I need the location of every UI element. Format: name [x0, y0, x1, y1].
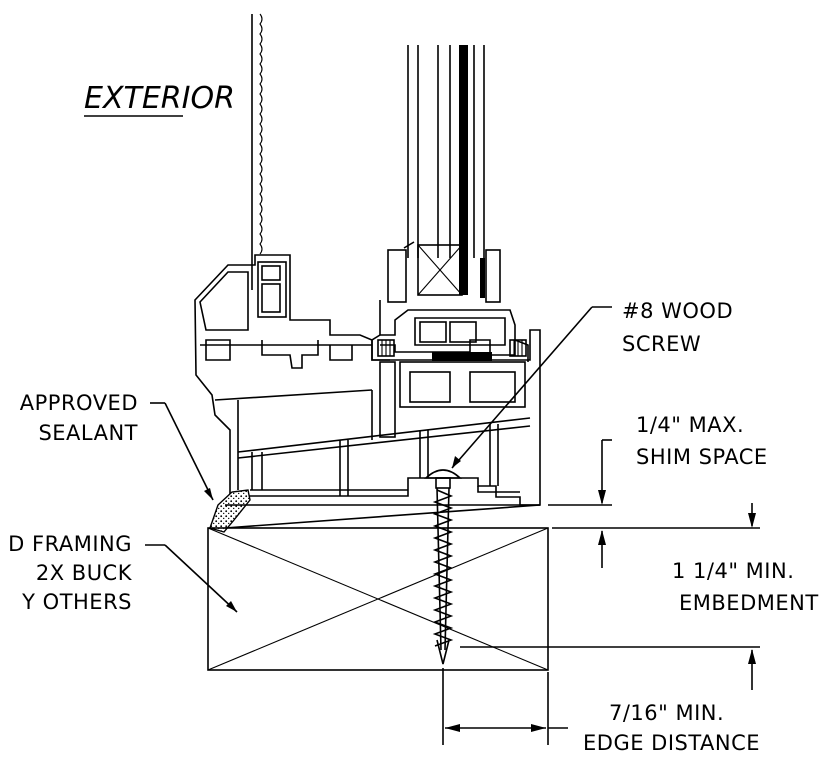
- shim-space: [224, 504, 541, 529]
- dim-embedment: [460, 503, 760, 690]
- framing-label-line3: Y OTHERS: [21, 590, 132, 614]
- wood-buck: [207, 527, 549, 671]
- label-framing: D FRAMING 2X BUCK Y OTHERS: [8, 532, 133, 614]
- framing-label-line1: D FRAMING: [8, 532, 132, 556]
- shim-label-line1: 1/4" MAX.: [636, 413, 744, 437]
- wall-break-line: [259, 13, 263, 255]
- wood-screw: [423, 469, 463, 665]
- label-sealant: APPROVED SEALANT: [20, 391, 138, 445]
- embedment-label-line1: 1 1/4" MIN.: [672, 559, 794, 583]
- sealant-label-line2: SEALANT: [38, 421, 138, 445]
- dim-edge-distance: [442, 668, 568, 745]
- buck-cross-2: [207, 527, 549, 671]
- label-edge-distance: 7/16" MIN. EDGE DISTANCE: [583, 701, 760, 755]
- screw-head: [423, 469, 463, 479]
- dim-shim-space: [548, 439, 612, 506]
- sealant-label-line1: APPROVED: [20, 391, 138, 415]
- insulated-spacer: [417, 244, 463, 296]
- exterior-label: EXTERIOR: [84, 81, 235, 117]
- label-shim: 1/4" MAX. SHIM SPACE: [636, 413, 768, 469]
- shim-label-line2: SHIM SPACE: [636, 445, 768, 469]
- screw-label-line2: SCREW: [622, 332, 701, 356]
- weatherstrip-right: [509, 339, 527, 357]
- buck-rectangle: [207, 527, 549, 671]
- leader-sealant: [150, 402, 214, 501]
- glass-pane: [459, 45, 468, 295]
- leader-screw: [451, 306, 612, 469]
- exterior-text: EXTERIOR: [84, 81, 235, 116]
- screw-label-line1: #8 WOOD: [622, 299, 733, 323]
- embedment-label-line2: EMBEDMENT: [679, 591, 819, 615]
- framing-label-line2: 2X BUCK: [36, 561, 133, 585]
- edge-label-line2: EDGE DISTANCE: [583, 731, 760, 755]
- sash-bottom-profile: [371, 300, 529, 362]
- label-screw: #8 WOOD SCREW: [622, 299, 733, 356]
- label-embedment: 1 1/4" MIN. EMBEDMENT: [672, 559, 819, 615]
- weatherstrip-left: [377, 339, 395, 357]
- glazing-unit: [387, 45, 501, 303]
- sealant-bead: [209, 489, 251, 533]
- edge-label-line1: 7/16" MIN.: [609, 701, 724, 725]
- frame-sill-profile: [194, 254, 541, 506]
- leader-framing: [145, 544, 238, 613]
- glazing-bead: [257, 261, 287, 318]
- exterior-wall: [251, 13, 263, 290]
